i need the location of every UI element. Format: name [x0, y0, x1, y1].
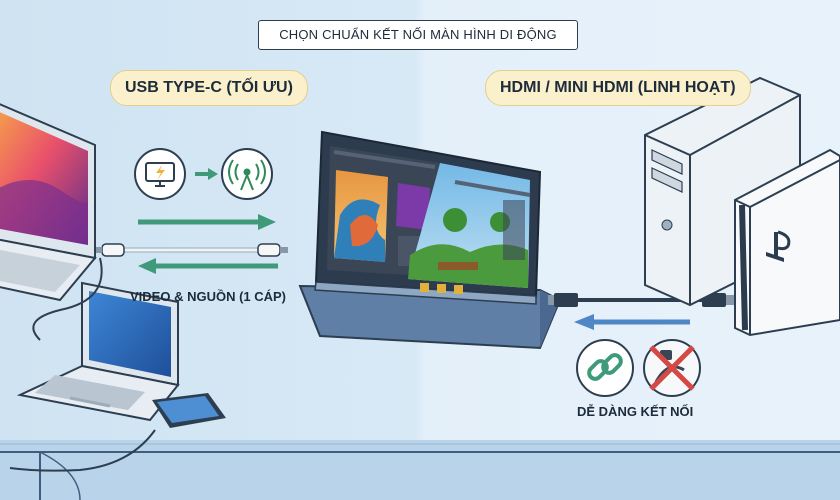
blue-arrow-left: [574, 314, 690, 330]
signal-icon: [221, 148, 273, 200]
playstation-logo-icon: [766, 230, 791, 262]
link-icon: [576, 339, 634, 397]
hdmi-label: HDMI / MINI HDMI (LINH HOẠT): [485, 70, 751, 106]
usb-c-caption: VIDEO & NGUỒN (1 CÁP): [130, 289, 287, 304]
icon-link-arrow-head: [208, 168, 218, 180]
macbook: [0, 103, 97, 302]
usb-c-cable: [96, 243, 288, 257]
monitor-power-icon: [134, 148, 186, 200]
portable-monitor: [298, 130, 562, 350]
desk: [0, 440, 840, 500]
green-arrow-right: [138, 214, 276, 230]
green-arrow-left: [138, 258, 278, 274]
usb-c-label: USB TYPE-C (TỐI ƯU): [110, 70, 308, 106]
title-banner: CHỌN CHUẨN KẾT NỐI MÀN HÌNH DI ĐỘNG: [258, 20, 578, 50]
left-cables: [9, 257, 156, 472]
no-power-icon: [643, 339, 701, 397]
hdmi-caption: DỄ DÀNG KẾT NỐI: [577, 404, 694, 419]
laptop: [16, 281, 180, 422]
phone: [152, 393, 226, 428]
